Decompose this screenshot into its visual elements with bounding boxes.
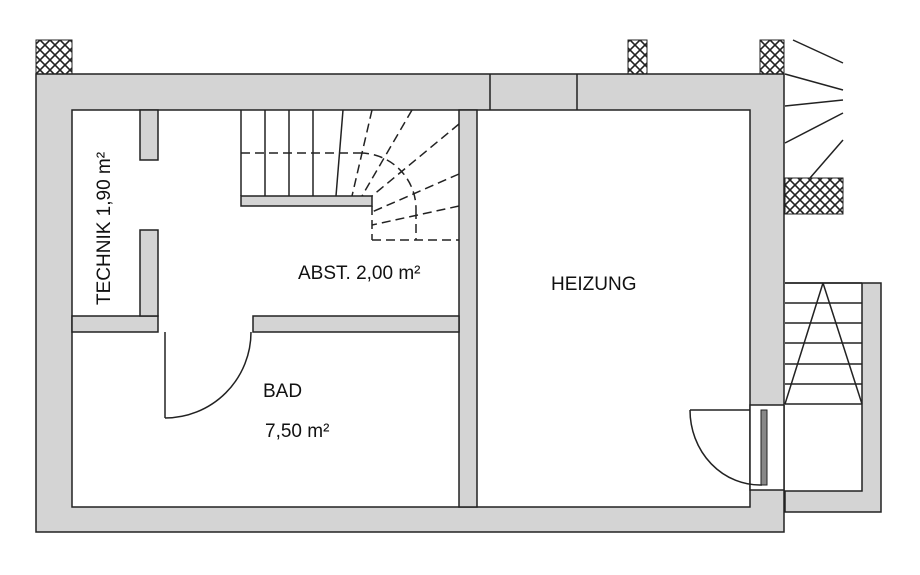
room-area-bad: 7,50 m² — [265, 421, 329, 442]
room-label-bad: BAD — [263, 381, 302, 402]
wall-bad-top-right — [252, 315, 460, 333]
room-label-heizung: HEIZUNG — [551, 274, 637, 295]
outer-wall — [35, 73, 785, 533]
door-bad[interactable] — [164, 331, 252, 419]
wall-abst-heizung — [458, 109, 478, 508]
hatched-column — [759, 39, 785, 75]
wall-technik-upper — [139, 109, 159, 161]
hatched-column — [35, 39, 73, 75]
wall-bad-top-left — [71, 315, 159, 333]
hatched-column — [627, 39, 648, 75]
room-label-abst: ABST. 2,00 m² — [298, 263, 421, 284]
hatched-block — [784, 177, 844, 215]
external-stair-upper — [784, 39, 844, 179]
door-heizung[interactable] — [689, 404, 785, 491]
external-stair-lower — [784, 282, 882, 513]
wall-technik-lower — [139, 229, 159, 317]
interior-stair — [240, 109, 460, 241]
room-label-technik: TECHNIK 1,90 m² — [94, 152, 115, 305]
